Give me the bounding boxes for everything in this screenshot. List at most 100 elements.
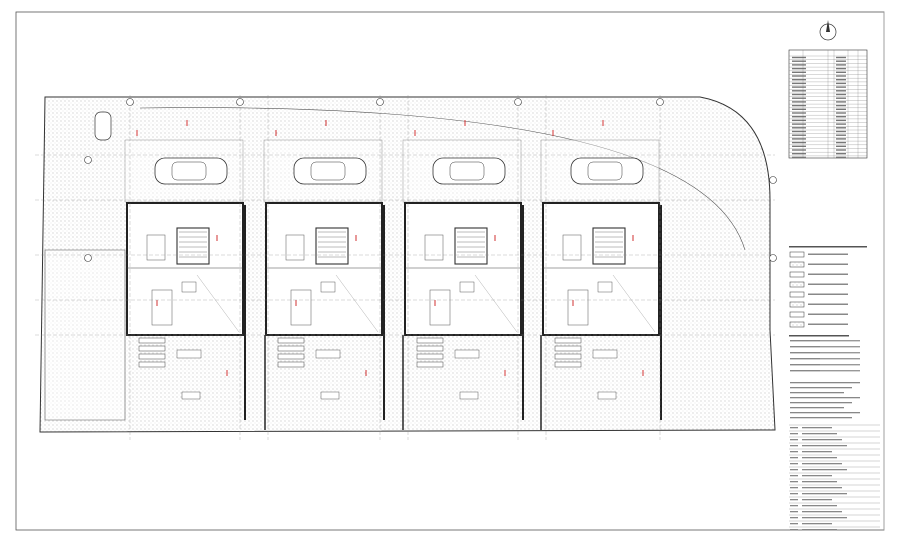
diagonal-void-line	[474, 274, 518, 333]
legend-label	[808, 293, 848, 295]
area-label-box	[315, 349, 341, 359]
legend-swatch	[789, 311, 805, 318]
schedule-cell-text	[792, 56, 806, 59]
legend-swatch	[789, 261, 805, 268]
schedule-cell-value	[836, 134, 846, 136]
north-arrow-icon	[819, 20, 837, 41]
grid-bubble	[84, 254, 92, 262]
legend-heading-2	[789, 335, 849, 337]
titleblock-value	[802, 499, 832, 501]
grid-lines	[35, 95, 777, 440]
legend-note	[790, 352, 820, 354]
titleblock-value	[802, 451, 832, 453]
titleblock-label	[790, 481, 798, 483]
terrace-step	[416, 361, 444, 368]
titleblock-value	[802, 445, 847, 447]
titleblock-value	[802, 505, 837, 507]
terrace-step	[277, 345, 305, 352]
schedule-cell-value	[836, 101, 846, 103]
terrace-step	[138, 345, 166, 352]
legend-note	[790, 358, 820, 360]
stair-core	[454, 227, 488, 265]
unit-outline	[265, 202, 383, 336]
legend-swatch	[789, 271, 805, 278]
titleblock-value	[802, 487, 842, 489]
titleblock-label	[790, 469, 798, 471]
legend-label	[808, 263, 848, 265]
diagonal-void-line	[612, 274, 656, 333]
schedule-cell-text	[792, 123, 806, 125]
general-note-line	[790, 407, 844, 409]
legend-note	[820, 346, 860, 348]
legend-label	[808, 273, 848, 275]
schedule-cell-value	[836, 145, 846, 147]
room-label-box	[181, 281, 197, 293]
schedule-cell-text	[792, 127, 806, 129]
schedule-cell-value	[836, 79, 846, 81]
stair-core	[176, 227, 210, 265]
schedule-cell-value	[836, 112, 846, 114]
legend-label	[808, 253, 848, 255]
titleblock-value	[802, 493, 847, 495]
schedule-cell-value	[836, 90, 846, 92]
schedule-cell-value	[836, 82, 846, 85]
terrace-step	[138, 353, 166, 360]
schedule-cell-text	[792, 97, 806, 99]
legend-swatch	[789, 291, 805, 298]
legend-label	[808, 313, 848, 315]
schedule-cell-text	[792, 101, 806, 103]
grid-bubble	[236, 98, 244, 106]
car-icon	[154, 157, 228, 185]
car-icon	[293, 157, 367, 185]
terrace-step	[554, 337, 582, 344]
schedule-cell-text	[792, 71, 806, 73]
legend-note	[820, 364, 860, 366]
legend-note	[820, 340, 860, 342]
kitchen-block	[146, 234, 166, 261]
legend-swatch	[789, 281, 805, 288]
titleblock-value	[802, 511, 842, 513]
schedule-cell-value	[836, 93, 846, 96]
schedule-cell-text	[792, 119, 806, 122]
schedule-cell-text	[792, 116, 806, 118]
legend-note	[790, 346, 820, 348]
schedule-cell-value	[836, 75, 846, 77]
legend-note	[790, 364, 820, 366]
titleblock-value	[802, 475, 832, 477]
titleblock-value	[802, 463, 842, 465]
schedule-cell-value	[836, 64, 846, 66]
terrace-step	[416, 337, 444, 344]
car-roof-icon	[449, 161, 485, 181]
car-icon	[570, 157, 644, 185]
titleblock-label	[790, 463, 798, 465]
stair-core	[592, 227, 626, 265]
terrace-step	[554, 345, 582, 352]
terrace-step	[554, 361, 582, 368]
terrace-step	[277, 361, 305, 368]
schedule-cell-text	[792, 82, 806, 85]
titleblock-label	[790, 427, 798, 429]
general-note-line	[790, 392, 844, 394]
car-roof-icon	[587, 161, 623, 181]
schedule-cell-text	[792, 90, 806, 92]
schedule-cell-text	[792, 104, 806, 107]
schedule-cell-text	[792, 86, 806, 88]
titleblock-value	[802, 517, 847, 519]
terrace-step	[277, 353, 305, 360]
titleblock-label	[790, 511, 798, 513]
schedule-cell-text	[792, 75, 806, 77]
schedule-cell-value	[836, 104, 846, 107]
dwelling-unit	[263, 120, 385, 420]
schedule-cell-value	[836, 127, 846, 129]
grid-bubble	[514, 98, 522, 106]
titleblock-value	[802, 469, 847, 471]
titleblock-value	[802, 481, 837, 483]
general-note-line	[790, 382, 860, 384]
titleblock-label	[790, 457, 798, 459]
area-label-box	[176, 349, 202, 359]
titleblock-value	[802, 427, 832, 429]
titleblock-value	[802, 457, 837, 459]
furniture	[151, 289, 173, 326]
